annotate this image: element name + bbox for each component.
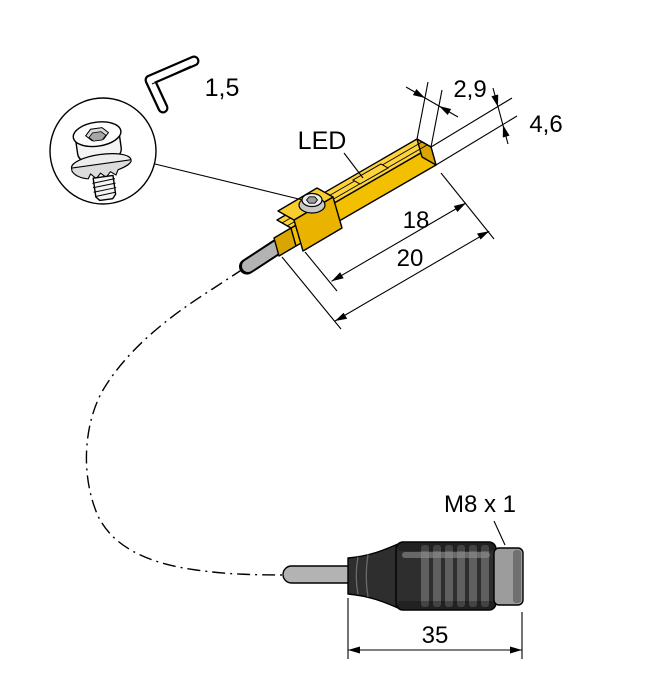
dimension-total-length: 20 — [281, 230, 490, 330]
detail-leader-line — [154, 163, 312, 203]
extension-line — [430, 97, 513, 148]
dimension-arrow — [510, 646, 522, 654]
screw-thread-lines — [92, 178, 117, 197]
dimension-body-length: 18 — [304, 172, 495, 292]
dimension-arrow — [412, 89, 425, 98]
connector-rib — [433, 545, 441, 607]
dimension-arrow — [348, 646, 360, 654]
screw-detail-view — [49, 97, 157, 205]
connector-highlight — [402, 552, 490, 558]
dimension-total-length-value: 20 — [397, 245, 424, 272]
clamp-screw-hex-socket — [305, 196, 319, 204]
led-leader-line — [343, 152, 364, 179]
sensor-assembly — [154, 138, 437, 275]
connector-thread-label: M8 x 1 — [444, 491, 516, 518]
dimension-arrow — [502, 125, 510, 138]
extension-line — [435, 115, 518, 166]
connector-shade-top — [397, 543, 495, 551]
dimension-connector-length-value: 35 — [422, 622, 449, 649]
dimension-connector-length: 35 — [347, 598, 523, 659]
hex-key-size-label: 1,5 — [205, 74, 240, 102]
connector-rib — [469, 545, 477, 607]
connector-rib — [457, 545, 465, 607]
led-window — [351, 163, 390, 185]
dimension-arrow — [439, 106, 452, 115]
connector-boot — [347, 543, 399, 609]
cable-centerline-curve — [85, 268, 283, 576]
connector-cable — [282, 565, 356, 584]
hex-socket-inner — [88, 131, 107, 142]
connector-rib — [445, 545, 453, 607]
dimension-width: 2,9 — [405, 76, 487, 148]
connector-rib — [481, 545, 489, 607]
dimension-line — [405, 86, 459, 118]
sensor-cable — [242, 240, 284, 272]
extension-line — [281, 256, 342, 330]
dimension-line — [331, 202, 467, 282]
extension-line — [430, 89, 443, 148]
dimension-body-length-value: 18 — [403, 207, 430, 234]
connector-assembly — [282, 541, 524, 611]
dimension-height-value: 4,6 — [529, 111, 562, 138]
dimension-line — [334, 230, 490, 322]
hex-key-facet-line — [151, 65, 192, 85]
dimension-arrow — [491, 94, 499, 107]
led-label: LED — [298, 127, 347, 155]
boot-ring — [365, 554, 369, 598]
extension-line — [440, 172, 495, 240]
connector-ribs — [421, 545, 489, 607]
connector-rib — [421, 545, 429, 607]
dimension-arrow — [335, 312, 348, 321]
socket-screw-drawing — [70, 121, 132, 202]
thread-leader-line — [493, 520, 506, 546]
dimension-arrow — [331, 272, 344, 282]
end-cap-shade — [513, 550, 521, 603]
boot-ring — [355, 556, 359, 595]
extension-line — [304, 251, 338, 292]
dimension-arrow — [477, 231, 490, 240]
dimension-arrow — [453, 203, 466, 212]
extension-line — [416, 81, 429, 140]
dimension-width-value: 2,9 — [453, 76, 486, 103]
hex-key-drawing — [144, 55, 200, 114]
connector-shade-bottom — [397, 601, 495, 609]
dimension-height: 4,6 — [430, 87, 563, 166]
hex-key-body — [146, 57, 198, 112]
